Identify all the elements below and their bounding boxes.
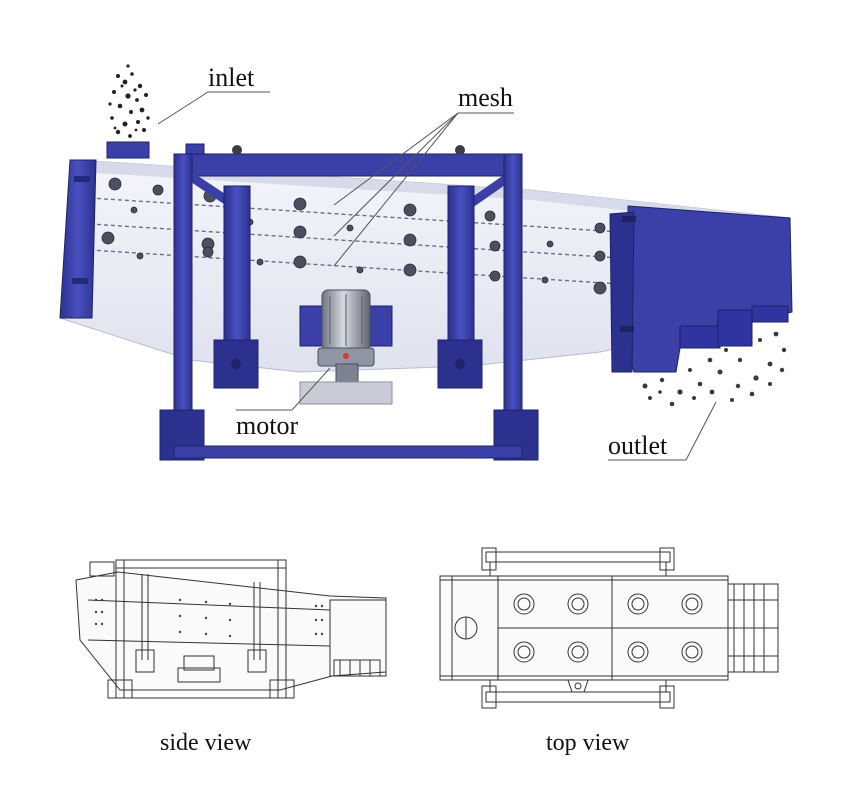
label-inlet: inlet bbox=[208, 63, 255, 92]
callout-mesh: mesh bbox=[333, 83, 514, 267]
label-outlet: outlet bbox=[608, 431, 668, 460]
vibration-motor bbox=[299, 289, 393, 405]
side-view-drawing bbox=[75, 559, 387, 699]
label-side-view: side view bbox=[160, 730, 252, 756]
inlet-material-particles bbox=[108, 64, 150, 138]
label-top-view: top view bbox=[546, 730, 630, 756]
top-view-motor-ports bbox=[513, 593, 703, 663]
outlet-material-particles bbox=[642, 331, 787, 407]
callout-outlet: outlet bbox=[608, 401, 717, 461]
outlet-discharge-box bbox=[609, 205, 793, 373]
label-motor: motor bbox=[236, 411, 298, 440]
top-view-drawing bbox=[439, 547, 779, 709]
label-mesh: mesh bbox=[458, 83, 513, 112]
main-machine-illustration bbox=[59, 64, 793, 461]
callout-motor: motor bbox=[236, 367, 331, 440]
support-frame bbox=[159, 145, 539, 461]
callout-inlet: inlet bbox=[157, 63, 270, 125]
screen-top-edge bbox=[78, 160, 790, 228]
mesh-layer-3 bbox=[89, 249, 621, 285]
left-end-plate bbox=[59, 159, 97, 319]
mesh-layer-1 bbox=[89, 197, 621, 233]
mesh-layers bbox=[89, 197, 621, 285]
mesh-layer-2 bbox=[89, 223, 621, 259]
inlet-hopper bbox=[106, 141, 150, 159]
